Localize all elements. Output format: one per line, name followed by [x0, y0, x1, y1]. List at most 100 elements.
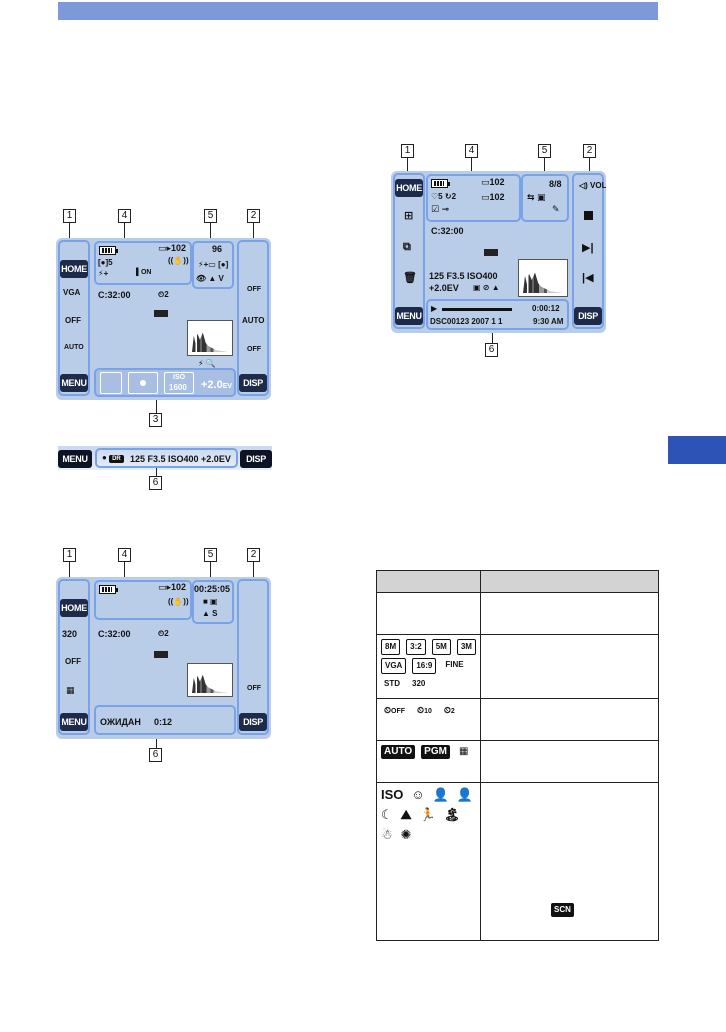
mode-icons: AUTO PGM ▦: [381, 745, 476, 759]
rec-mode-icon[interactable]: AUTO: [64, 344, 84, 351]
flash-level-icon: ⚡+: [98, 269, 109, 278]
timer-value: 2: [164, 629, 169, 638]
home-button[interactable]: HOME: [395, 179, 423, 197]
folder-number: 102: [171, 582, 187, 592]
disp-button[interactable]: DISP: [239, 374, 267, 392]
table-row: ISO ☺ 👤 👤 ☾ ⛰ 🏃 🏝 ☃ ✺ SCN: [376, 782, 659, 941]
landscape-icon: ⛰: [400, 807, 412, 822]
leader-line: [407, 158, 408, 172]
exposure-comp: +2.0EV: [429, 283, 459, 293]
header-cell: [376, 570, 481, 593]
size-169-icon: 16:9: [412, 658, 437, 674]
panel-4: [426, 174, 521, 222]
portrait-icon: 👤: [432, 787, 449, 802]
iso-label: ISO: [173, 374, 186, 381]
right-panel: [237, 579, 269, 735]
iso-button[interactable]: ISO 1600: [164, 372, 194, 394]
size-vga-icon: VGA: [381, 658, 407, 674]
twilight-portrait-icon: 👤: [456, 787, 474, 802]
table-cell: [480, 634, 659, 699]
panel-6: [426, 299, 569, 330]
focus-value: 5: [108, 258, 113, 267]
macro-icon[interactable]: OFF: [247, 286, 261, 293]
self-timer-icon[interactable]: OFF: [65, 316, 81, 325]
menu-button[interactable]: MENU: [60, 374, 88, 392]
memory-icon: [484, 249, 498, 256]
image-counter: 8/8: [549, 179, 562, 189]
snow-icon: ☃: [381, 827, 393, 842]
scene-badge: SCN: [551, 903, 574, 917]
leader-line: [544, 158, 545, 172]
metering-button[interactable]: [128, 372, 158, 394]
home-button[interactable]: HOME: [60, 260, 88, 278]
file-info: DSC00123 2007 1 1: [430, 317, 503, 326]
slideshow-icon[interactable]: ⧉: [403, 241, 411, 253]
self-timer-off-icon: ⏲OFF: [384, 705, 406, 715]
disp-button[interactable]: DISP: [239, 713, 267, 731]
table-row: [376, 592, 659, 635]
panel-4: [94, 580, 192, 620]
header-cell: [480, 570, 659, 593]
smile-icon[interactable]: OFF: [247, 685, 261, 692]
exif-info: 125 F3.5 ISO400: [429, 271, 498, 281]
home-button[interactable]: HOME: [60, 599, 88, 617]
folder-number: 102: [489, 192, 505, 202]
program-mode-icon: PGM: [421, 745, 450, 759]
scene-icon: ▲ S: [202, 609, 218, 618]
film-icon[interactable]: ▦: [66, 685, 75, 695]
size-5m-icon: 5M: [431, 639, 451, 655]
stop-icon[interactable]: [584, 211, 593, 220]
scene-icon: ⚡+▭ [●]: [198, 260, 229, 269]
image-size-icon[interactable]: VGA: [63, 288, 81, 297]
battery-icon: [431, 179, 450, 188]
progress-bar[interactable]: [442, 308, 512, 311]
size-3m-icon: 3M: [456, 639, 476, 655]
stabilizer-icon: ((✋)): [168, 256, 189, 265]
leader-line: [69, 223, 70, 240]
callout-5: 5: [538, 144, 551, 158]
trash-icon[interactable]: 🗑: [403, 272, 417, 284]
print-icon: ♡5 ↻2: [431, 192, 457, 201]
leader-line: [124, 562, 125, 578]
folder-icon: ▭▸102: [158, 582, 187, 592]
chapter-tab[interactable]: [668, 436, 726, 464]
callout-1: 1: [401, 144, 414, 158]
movie-size-icon[interactable]: 320: [62, 629, 78, 639]
smile-icon[interactable]: OFF: [247, 346, 261, 353]
white-balance-icon: ■ ▣: [203, 597, 218, 606]
table-cell: ISO ☺ 👤 👤 ☾ ⛰ 🏃 🏝 ☃ ✺: [376, 782, 481, 941]
leader-line: [210, 223, 211, 240]
focus-mode-button[interactable]: [100, 372, 122, 394]
focus-icon: [●]5: [98, 258, 113, 267]
play-time: 0:00:12: [532, 304, 560, 313]
self-timer-icon[interactable]: OFF: [65, 657, 81, 666]
callout-2: 2: [247, 209, 260, 223]
next-icon[interactable]: ▶|: [582, 242, 594, 254]
lcd-screen: HOME VGA OFF AUTO MENU OFF AUTO OFF DISP…: [56, 238, 271, 400]
disp-button[interactable]: DISP: [574, 307, 602, 325]
dro-value: ON: [140, 269, 152, 276]
menu-button[interactable]: MENU: [395, 307, 423, 325]
memory-icon: [154, 310, 168, 317]
scene-icons: ISO ☺ 👤 👤 ☾ ⛰ 🏃 🏝 ☃ ✺: [381, 787, 476, 843]
leader-line: [471, 158, 472, 172]
self-timer-icon: ⏲2: [158, 629, 169, 638]
strip-disp-button[interactable]: DISP: [240, 450, 272, 468]
right-panel: [237, 240, 269, 396]
rotate-count: 2: [451, 192, 457, 201]
index-icon[interactable]: ⊞: [404, 210, 414, 222]
strip-menu-button[interactable]: MENU: [58, 450, 92, 468]
film-icon: ▦: [458, 746, 469, 757]
menu-button[interactable]: MENU: [60, 713, 88, 731]
flash-icon[interactable]: AUTO: [242, 316, 265, 325]
folder-icon: ▭102: [481, 177, 505, 187]
volume-icon[interactable]: ◁) VOL: [579, 181, 606, 190]
leader-line: [69, 562, 70, 578]
beach-icon: 🏝: [443, 807, 461, 822]
prev-icon[interactable]: |◀: [582, 272, 594, 284]
panel-5: [192, 241, 234, 289]
standby-status: ОЖИДАН: [100, 717, 141, 727]
ev-value[interactable]: +2.0EV: [201, 379, 232, 391]
folder-number: 102: [489, 177, 505, 187]
ev-unit: EV: [222, 383, 233, 390]
